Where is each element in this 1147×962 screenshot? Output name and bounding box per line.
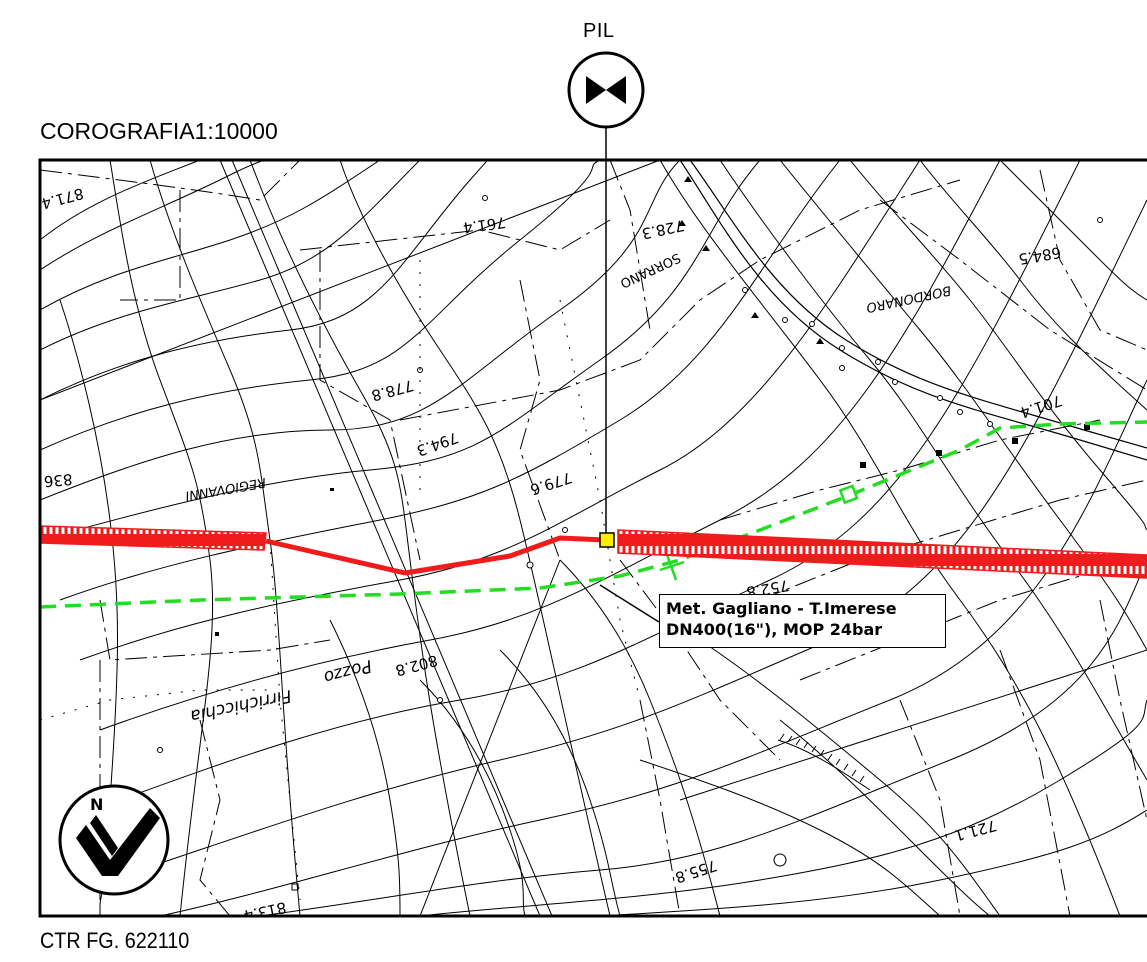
- place-pozzo: Pozzo: [321, 655, 373, 687]
- place-firrichicchia: Firrichicchia: [189, 685, 294, 726]
- north-letter: N: [90, 795, 103, 814]
- dotted-lines: [40, 260, 641, 901]
- place-regiovanni: REGIOVANNI: [184, 474, 267, 503]
- place-bordonaro: BORDONARO: [865, 282, 953, 315]
- point-features: [215, 176, 1090, 891]
- elevation-755-8: 755.8: [673, 856, 719, 886]
- elevation-836: 836: [43, 470, 73, 490]
- pil-label: PIL: [583, 20, 615, 42]
- pipeline-callout-line1: Met. Gagliano - T.Imerese: [666, 599, 897, 618]
- elevation-794-3: 794.3: [414, 428, 461, 460]
- pipeline-callout-line2: DN400(16"), MOP 24bar: [666, 620, 883, 639]
- scale-title: COROGRAFIA1:10000: [40, 118, 278, 144]
- dashed-boundaries: [40, 160, 1147, 916]
- elevation-761-4: 761.4: [462, 213, 507, 237]
- existing-pipeline-marker: [838, 484, 859, 505]
- elevation-684-5: 684.5: [1017, 243, 1062, 268]
- road-bordonaro: [679, 160, 1147, 461]
- contour-lines: [40, 160, 1147, 916]
- elevation-871-4: 871.4: [39, 184, 85, 213]
- elevation-779-6: 779.6: [528, 468, 574, 498]
- map-content: 871.4 761.4 728.3 684.5 SORRANO BORDONAR…: [39, 160, 1147, 925]
- elevation-802-8: 802.8: [393, 651, 439, 680]
- existing-pipeline: [40, 420, 1147, 609]
- sheet-reference: CTR FG. 622110: [40, 928, 190, 953]
- bowtie-valve-icon: [567, 51, 645, 129]
- pipeline-callout: Met. Gagliano - T.Imerese DN400(16"), MO…: [659, 594, 946, 648]
- planned-pipeline: [40, 525, 1147, 579]
- map-frame: [38, 158, 1147, 918]
- place-sorrano: SORRANO: [618, 249, 683, 290]
- north-arrow-icon: N: [58, 784, 170, 896]
- elevation-813-4: 813.4: [242, 898, 288, 925]
- elevation-721-1: 721.1: [952, 816, 998, 845]
- elevation-778-8: 778.8: [369, 376, 415, 405]
- callout-leader: [599, 584, 660, 623]
- elevation-728-3: 728.3: [640, 216, 686, 243]
- embankment: [777, 733, 871, 791]
- road-markers: [157, 195, 1103, 867]
- pil-junction-marker: [599, 532, 615, 548]
- existing-pipeline-tick: [659, 551, 685, 581]
- straight-lines: [40, 160, 1147, 916]
